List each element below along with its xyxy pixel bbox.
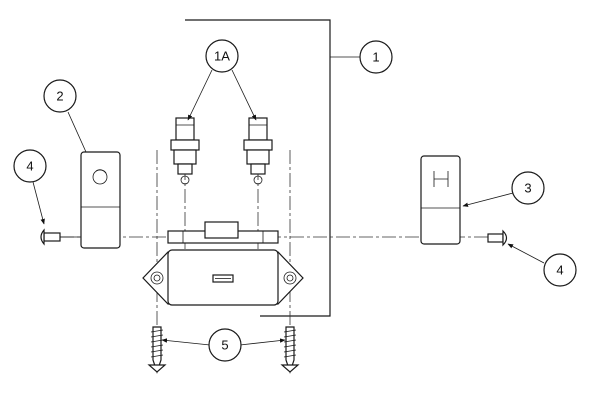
leader-3 [462, 192, 514, 207]
right-mounting-block [420, 155, 461, 245]
leader-4-left [32, 181, 45, 225]
left-mounting-block [80, 151, 121, 249]
callout-1a: 1A [205, 39, 239, 73]
callout-5: 5 [208, 328, 242, 362]
bracket-outline [185, 19, 331, 317]
leader-5-left [161, 338, 211, 346]
h-mark-icon [433, 171, 449, 187]
callout-4-right-label: 4 [556, 263, 563, 278]
callout-1-label: 1 [372, 50, 379, 65]
leader-4-right [507, 243, 545, 264]
pin-icon [40, 228, 61, 246]
valve-body [142, 249, 304, 306]
pin-icon [487, 229, 508, 247]
callout-5-label: 5 [221, 338, 228, 353]
wood-screw-icon [147, 326, 167, 374]
leader-1a-left [187, 69, 213, 121]
pivot-shaft [167, 221, 279, 244]
valve-fitting-icon [170, 117, 200, 185]
callout-3: 3 [511, 171, 545, 205]
callout-4-left: 4 [13, 149, 47, 183]
callout-4-left-label: 4 [26, 159, 33, 174]
callout-2: 2 [43, 79, 77, 113]
wood-screw-icon [280, 326, 300, 374]
callout-3-label: 3 [524, 181, 531, 196]
callout-2-label: 2 [56, 89, 63, 104]
valve-fitting-icon [243, 117, 273, 185]
leader-5-right [239, 338, 286, 346]
callout-4-right: 4 [543, 253, 577, 287]
leader-1a-right [231, 69, 257, 121]
callout-1: 1 [359, 40, 393, 74]
leader-2 [67, 111, 87, 153]
callout-1a-label: 1A [214, 49, 230, 64]
